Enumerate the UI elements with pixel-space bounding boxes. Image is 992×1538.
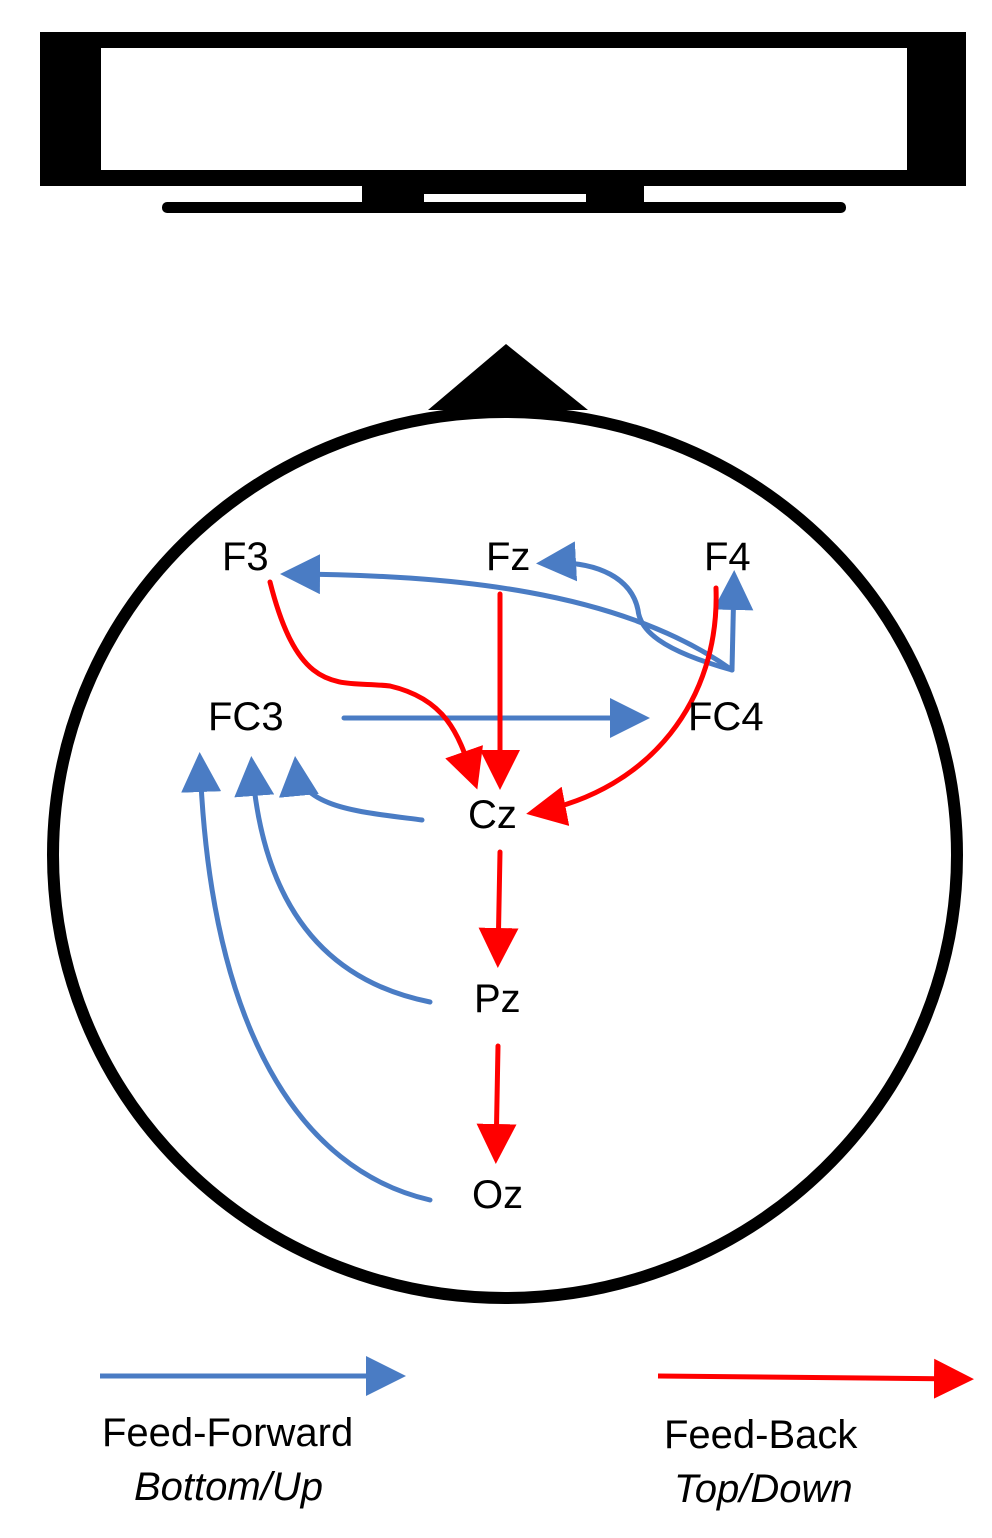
electrode-fc3: FC3: [208, 695, 284, 739]
electrode-pz: Pz: [474, 977, 521, 1021]
arrow-f4-cz: [526, 585, 719, 826]
electrode-f4: F4: [704, 535, 751, 579]
arrow-fc4-f4: [713, 570, 754, 673]
nose-icon: [428, 344, 588, 410]
arrow-f3-cz: [267, 579, 483, 790]
legend-feedforward-sublabel: Bottom/Up: [134, 1465, 323, 1509]
feedback-arrows: [267, 579, 719, 1164]
legend-feedback-sublabel: Top/Down: [674, 1467, 853, 1511]
arrow-pz-fc3: [234, 756, 433, 1005]
legend-feedback-label: Feed-Back: [664, 1413, 858, 1457]
arrow-cz-fc3: [278, 756, 425, 823]
electrode-oz: Oz: [472, 1173, 523, 1217]
electrode-cz: Cz: [468, 793, 517, 837]
legend-feedback: Feed-Back Top/Down: [657, 1358, 974, 1511]
arrow-cz-pz: [478, 849, 519, 968]
electrode-f3: F3: [222, 535, 269, 579]
legend: Feed-Forward Bottom/Up Feed-Back Top/Dow…: [100, 1356, 974, 1511]
monitor-icon: [40, 32, 966, 213]
legend-feedforward: Feed-Forward Bottom/Up: [100, 1356, 406, 1509]
feedforward-arrows: [181, 541, 754, 1203]
arrow-oz-fc3: [181, 752, 433, 1203]
electrode-fz: Fz: [486, 535, 530, 579]
arrow-pz-oz: [476, 1043, 517, 1164]
electrode-labels: F3 Fz F4 FC3 FC4 Cz Pz Oz: [208, 535, 764, 1217]
arrow-fc4-f3: [280, 554, 735, 673]
legend-feedback-arrow: [657, 1358, 974, 1399]
electrode-fc4: FC4: [688, 695, 764, 739]
legend-feedforward-label: Feed-Forward: [102, 1411, 353, 1455]
arrow-fc4-fz: [536, 541, 735, 673]
